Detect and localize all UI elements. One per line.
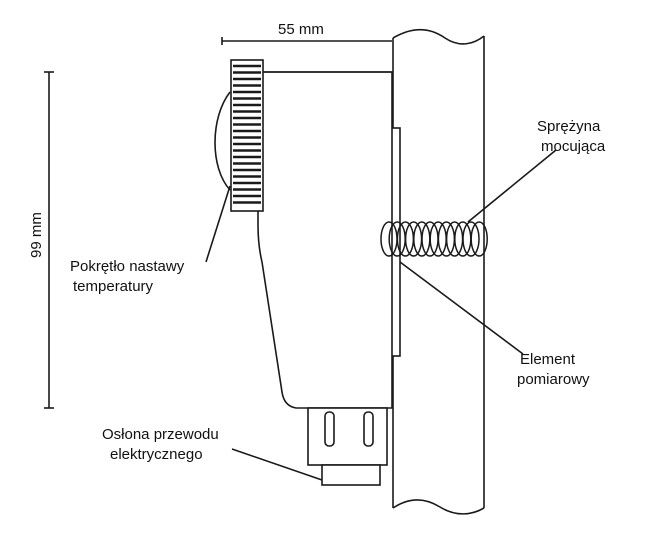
cable-leader <box>231 448 323 481</box>
spring-label-line1: Sprężyna <box>537 118 601 135</box>
element-leader <box>399 261 524 355</box>
pipe-bottom-break <box>392 499 485 515</box>
spring-coil <box>462 221 480 257</box>
spring-leader <box>467 149 557 223</box>
element-label-line1: Element <box>520 351 576 368</box>
width-dimension: 55 mm <box>221 21 393 73</box>
gland-slot-left <box>324 411 335 447</box>
mounting-spring <box>380 221 488 257</box>
cable-gland <box>307 407 388 486</box>
gland-upper <box>307 407 388 466</box>
gland-slot-right <box>363 411 374 447</box>
pipe-top-break <box>392 28 485 45</box>
cable-label-line2: elektrycznego <box>110 446 203 463</box>
knob-ribs <box>233 64 261 204</box>
spring-label-line2: mocująca <box>541 138 606 155</box>
pipe <box>392 28 485 515</box>
knob-leader <box>205 185 231 263</box>
knob-label-line2: temperatury <box>73 278 154 295</box>
height-dimension: 99 mm <box>28 71 54 409</box>
gland-lower <box>321 464 381 486</box>
thermostat-body <box>255 71 393 409</box>
width-label: 55 mm <box>278 21 324 38</box>
spring-coil <box>470 221 488 257</box>
height-label: 99 mm <box>28 212 45 258</box>
temperature-knob <box>230 59 264 212</box>
knob-label-line1: Pokrętło nastawy <box>70 258 185 275</box>
element-label-line2: pomiarowy <box>517 371 590 388</box>
knob-side-bulge <box>214 91 231 191</box>
cable-label-line1: Osłona przewodu <box>102 426 219 443</box>
